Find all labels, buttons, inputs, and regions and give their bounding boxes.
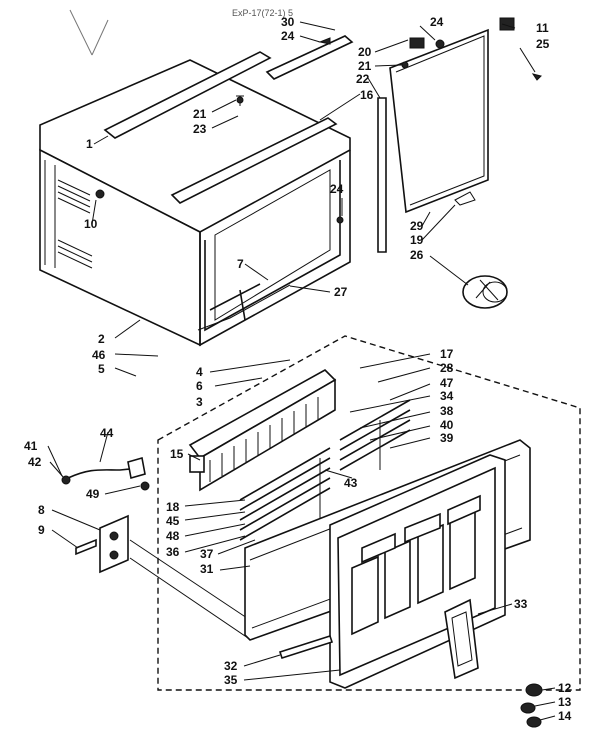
label-31: 31 [200, 562, 214, 576]
label-44: 44 [100, 426, 114, 440]
label-30: 30 [281, 15, 295, 29]
label-6: 6 [196, 379, 203, 393]
cabinet-screw [95, 189, 105, 199]
label-29: 29 [410, 219, 424, 233]
label-24c: 24 [330, 182, 344, 196]
top-rails [103, 35, 354, 204]
label-10: 10 [84, 217, 98, 231]
knobs [520, 683, 543, 728]
label-7: 7 [237, 257, 244, 271]
front-assembly-box [157, 335, 581, 691]
label-37: 37 [200, 547, 214, 561]
label-41: 41 [24, 439, 38, 453]
label-2: 2 [98, 332, 105, 346]
label-9: 9 [38, 523, 45, 537]
label-42: 42 [28, 455, 42, 469]
leader-lines [47, 21, 556, 721]
cabinet [39, 59, 351, 347]
fan-motor [462, 275, 508, 309]
label-27: 27 [334, 285, 348, 299]
louver-blades [239, 399, 411, 541]
label-45: 45 [166, 514, 180, 528]
label-34: 34 [440, 389, 454, 403]
label-26: 26 [410, 248, 424, 262]
label-11: 11 [536, 21, 549, 35]
label-36: 36 [166, 545, 180, 559]
side-panel [389, 28, 489, 214]
label-5: 5 [98, 362, 105, 376]
label-28: 28 [440, 361, 454, 375]
label-14: 14 [558, 709, 572, 723]
side-louvers [57, 179, 93, 269]
label-12: 12 [558, 681, 572, 695]
label-16: 16 [360, 88, 374, 102]
seal-strip [377, 97, 387, 253]
header-text: ExP-17(72-1) 5 [232, 8, 293, 18]
label-32: 32 [224, 659, 238, 673]
label-21b: 21 [193, 107, 207, 121]
label-18: 18 [166, 500, 180, 514]
cord-and-bracket [61, 456, 251, 639]
label-46: 46 [92, 348, 106, 362]
label-24b: 24 [430, 15, 444, 29]
corner-scribble [69, 9, 109, 56]
label-13: 13 [558, 695, 572, 709]
label-47: 47 [440, 376, 454, 390]
bottom-trim [278, 634, 334, 660]
label-3: 3 [196, 395, 203, 409]
control-board [188, 369, 337, 492]
label-49: 49 [86, 487, 100, 501]
label-19: 19 [410, 233, 424, 247]
label-24a: 24 [281, 29, 295, 43]
label-38: 38 [440, 404, 454, 418]
filter [444, 598, 479, 680]
label-22: 22 [356, 72, 370, 86]
label-4: 4 [196, 365, 203, 379]
label-17: 17 [440, 347, 454, 361]
label-39: 39 [440, 431, 454, 445]
label-43: 43 [344, 476, 358, 490]
label-15: 15 [170, 447, 184, 461]
label-21a: 21 [358, 59, 372, 73]
part-labels: 30 24 20 24 11 25 21 22 16 21 23 1 24 10… [24, 15, 572, 723]
label-25: 25 [536, 37, 550, 51]
label-33: 33 [514, 597, 528, 611]
label-8: 8 [38, 503, 45, 517]
label-40: 40 [440, 418, 454, 432]
label-1: 1 [86, 137, 93, 151]
label-23: 23 [193, 122, 207, 136]
label-35: 35 [224, 673, 238, 687]
label-48: 48 [166, 529, 180, 543]
label-20: 20 [358, 45, 372, 59]
